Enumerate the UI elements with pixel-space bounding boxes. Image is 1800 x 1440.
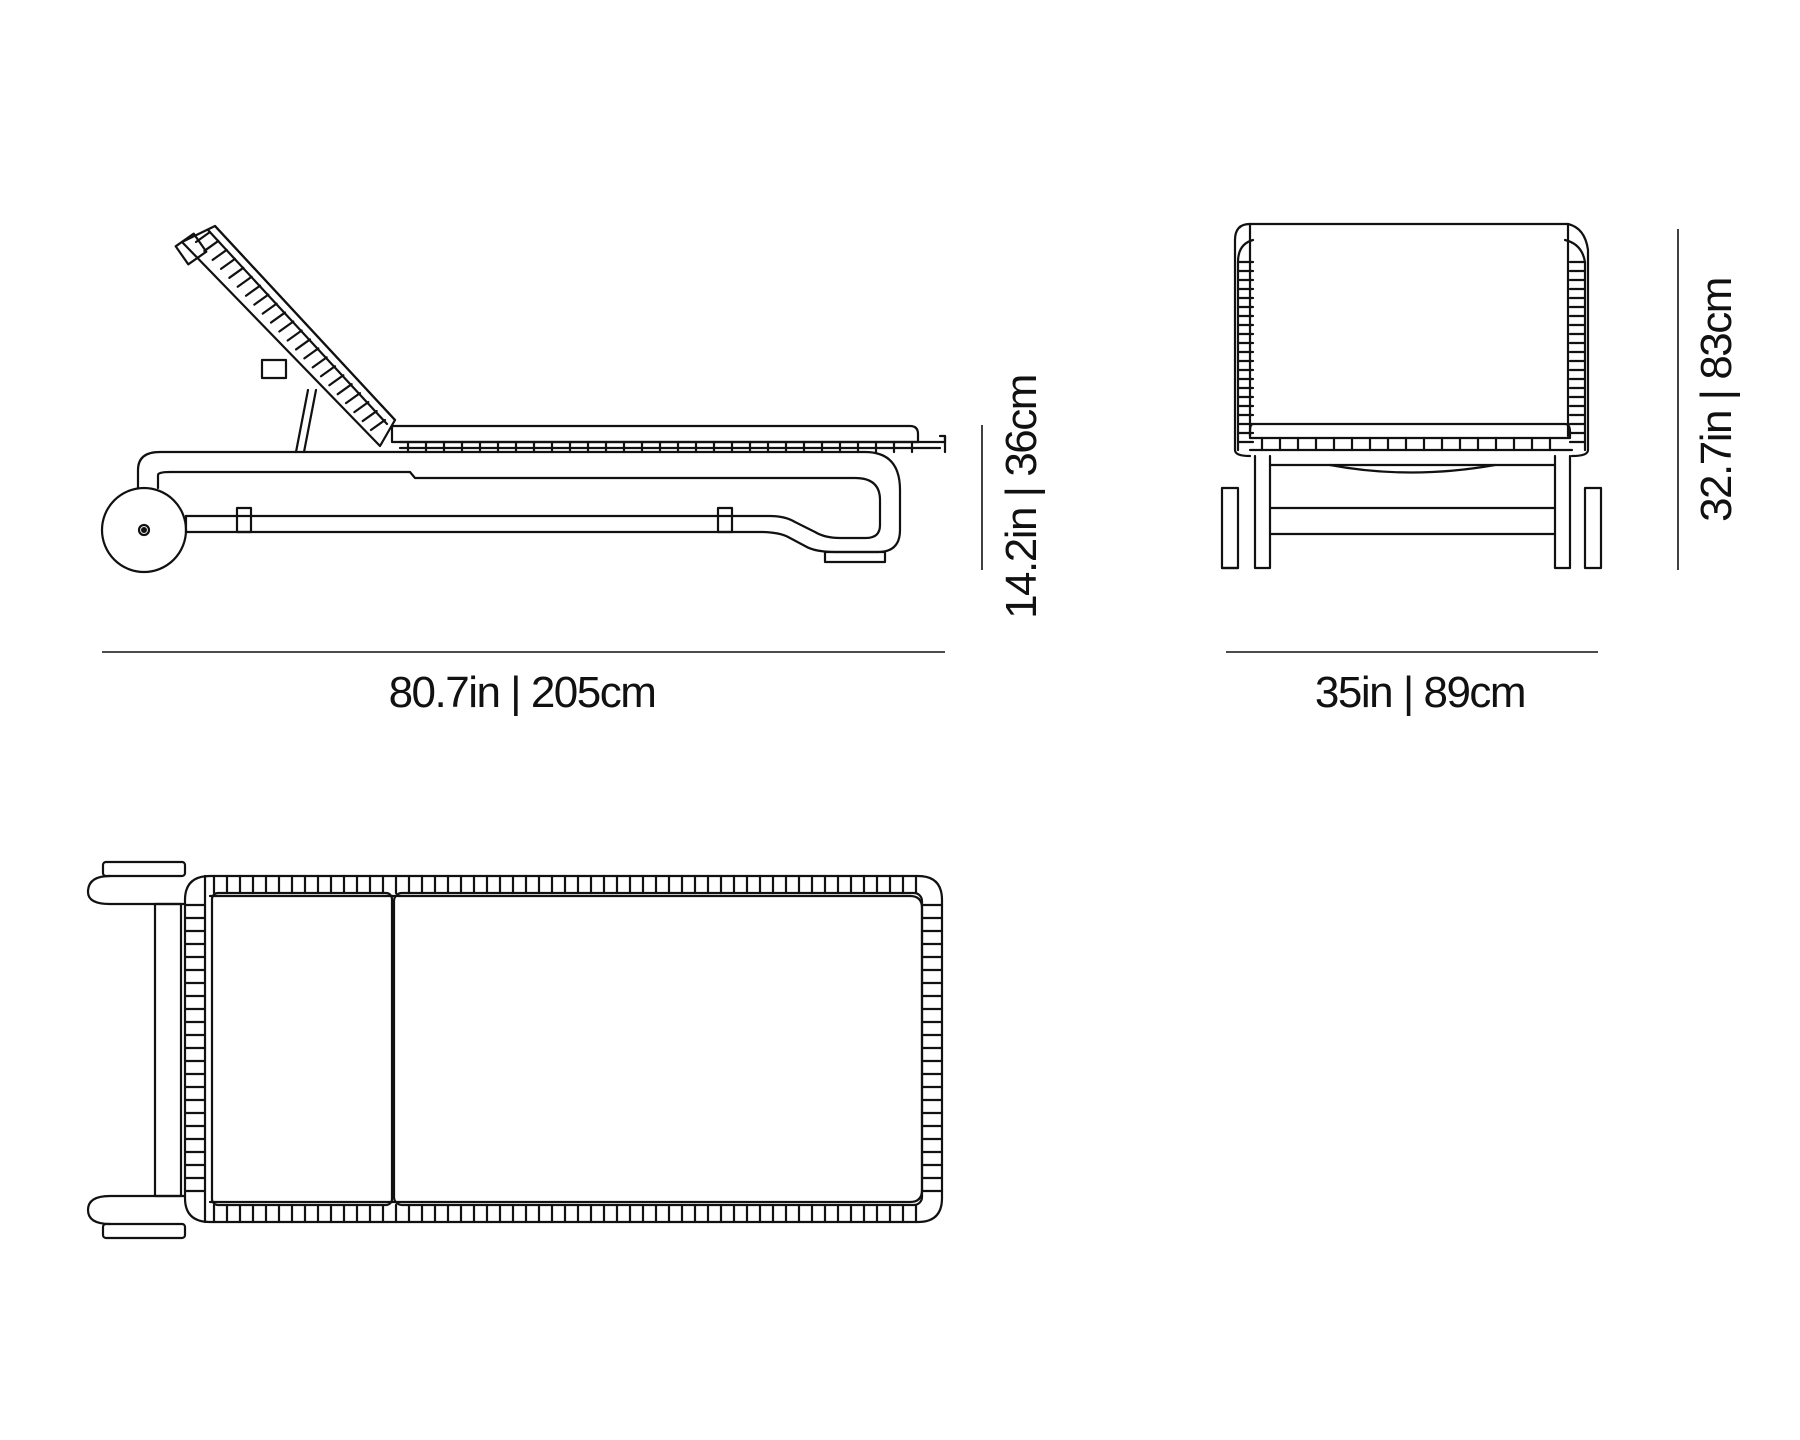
side-height-label: 14.2in | 36cm (997, 375, 1046, 619)
back-slat (303, 347, 320, 360)
top-wheel-lower (86, 1194, 187, 1240)
back-slat (294, 338, 312, 351)
top-view (86, 860, 944, 1240)
back-slat (311, 356, 328, 369)
back-slat (336, 383, 353, 396)
backrest (174, 224, 397, 454)
back-slat (269, 311, 287, 324)
top-slats (183, 874, 944, 1224)
seat-slats (406, 440, 914, 454)
back-slat (344, 392, 362, 405)
back-slat (219, 257, 237, 270)
front-seat-slats (1260, 436, 1552, 452)
back-slat (244, 284, 262, 297)
back-height-label: 32.7in | 83cm (1692, 278, 1741, 522)
front-view (1220, 222, 1603, 570)
back-slat (286, 329, 303, 342)
back-slat (361, 409, 378, 423)
back-slat (369, 418, 387, 432)
length-label: 80.7in | 205cm (389, 668, 656, 717)
back-slat (236, 275, 253, 288)
head-cushion (210, 891, 394, 1207)
seat-cushion (392, 891, 924, 1207)
side-view (100, 224, 947, 574)
front-side-slats (1236, 260, 1587, 444)
width-label: 35in | 89cm (1315, 668, 1525, 717)
back-slat (228, 266, 245, 279)
back-slat (261, 302, 278, 315)
back-slat (319, 365, 337, 378)
back-slat (353, 400, 370, 414)
wheel (100, 486, 188, 574)
back-slat (211, 248, 228, 262)
back-slat (194, 230, 212, 244)
base-frame (136, 450, 902, 564)
seat-deck (390, 424, 947, 454)
back-slat (328, 374, 345, 387)
backrest-slats (194, 230, 387, 432)
back-slat (278, 320, 295, 333)
top-wheel-upper (86, 860, 187, 906)
back-slat (203, 239, 220, 253)
back-slat (253, 293, 270, 306)
